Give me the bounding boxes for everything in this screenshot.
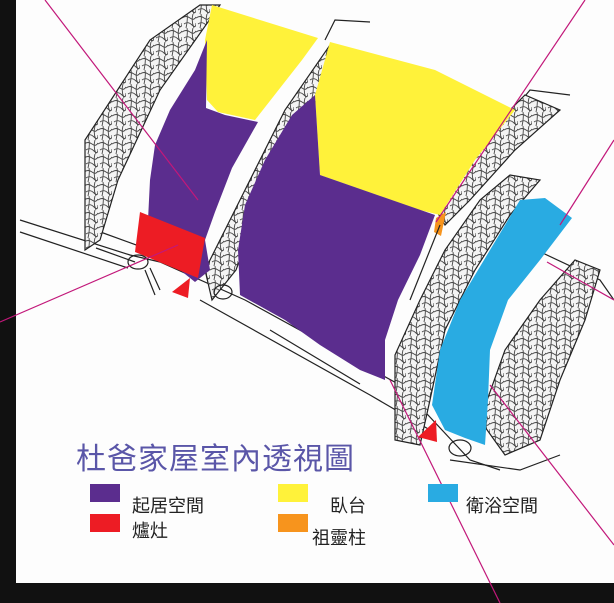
sketch-details (127, 224, 472, 457)
colored-zones (135, 5, 572, 445)
legend-label-bed: 臥台 (330, 496, 366, 517)
legend-label-hearth: 爐灶 (132, 521, 168, 542)
legend-swatch-bed (278, 484, 308, 502)
legend-item-bathroom: 衛浴空間 (428, 484, 538, 518)
legend-item-pillar (278, 514, 308, 532)
entrance-marker-right (418, 420, 437, 442)
legend-label-pillar: 祖靈柱 (312, 528, 366, 549)
hearth-zone (135, 212, 205, 278)
entrance-marker-left (172, 278, 190, 298)
leader-line-4 (0, 244, 179, 323)
legend-swatch-pillar (278, 514, 308, 532)
leader-line-5 (546, 261, 614, 301)
bathroom-zone (432, 198, 572, 445)
leader-line-2 (435, 0, 586, 223)
right-wall-back (479, 259, 601, 456)
legend-swatch-living (90, 484, 120, 502)
left-wall (84, 4, 222, 252)
living-space-zone-main (238, 95, 435, 380)
legend-item-living: 起居空間 (90, 484, 204, 518)
entrance-markers (172, 278, 437, 442)
legend-swatch-bathroom (428, 484, 458, 502)
sleeping-platform-zone-left (205, 5, 318, 120)
right-wall-front (394, 174, 542, 446)
ancestral-pillar-zone (434, 212, 446, 236)
leader-line-3 (559, 139, 614, 226)
legend-item-bed: 臥台 (278, 484, 366, 518)
leader-line-6 (489, 384, 614, 546)
diagram-title: 杜爸家屋室內透視圖 (76, 442, 355, 477)
living-space-zone-left (145, 40, 258, 282)
legend-label-living: 起居空間 (132, 496, 204, 517)
sleeping-platform-zone-right (315, 42, 515, 215)
legend-item-hearth (90, 514, 120, 532)
legend-swatch-hearth (90, 514, 120, 532)
legend-label-bathroom: 衛浴空間 (466, 496, 538, 517)
leader-line-1 (44, 0, 199, 201)
